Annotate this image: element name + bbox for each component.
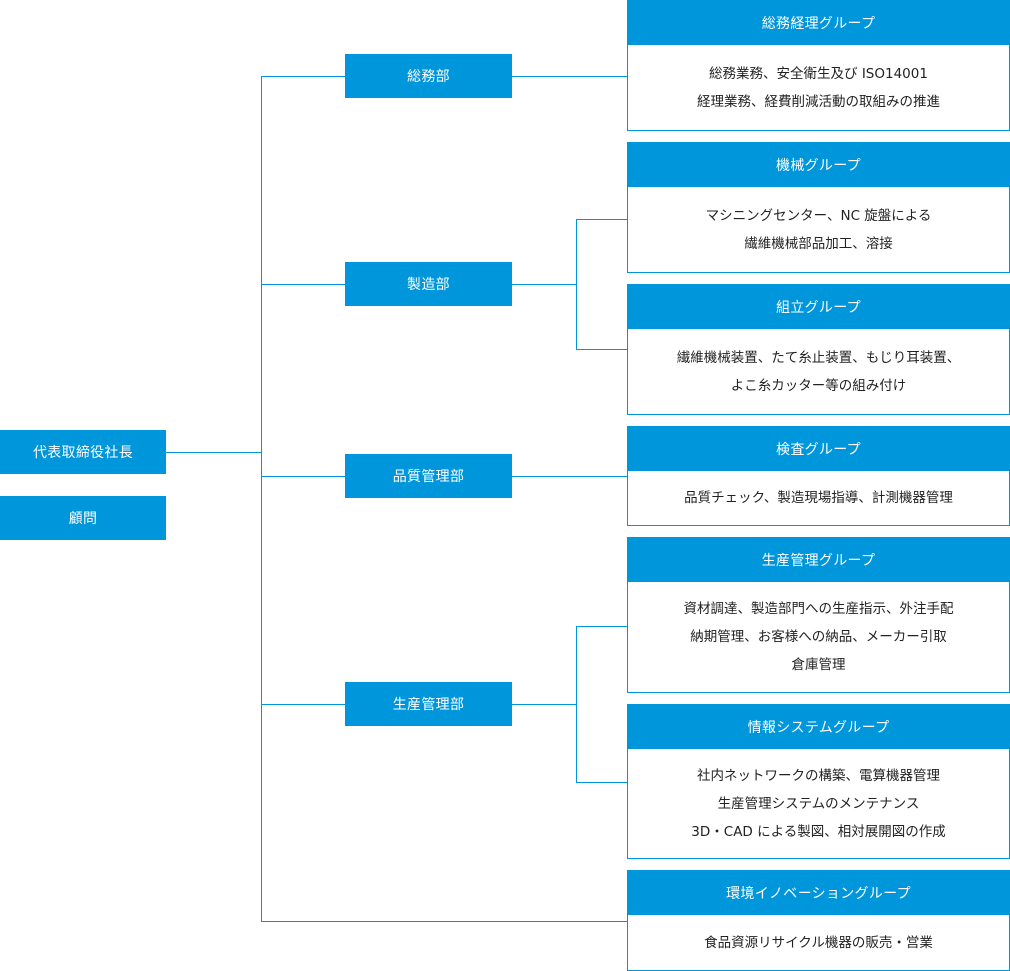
group-title: 検査グループ	[628, 427, 1009, 471]
group-description: マシニングセンター、NC 旋盤による 繊維機械部品加工、溶接	[628, 187, 1009, 272]
connector-machine-group	[576, 219, 627, 220]
group-line: 倉庫管理	[791, 657, 846, 673]
group-description: 社内ネットワークの構築、電算機器管理 生産管理システムのメンテナンス 3D・CA…	[628, 749, 1009, 858]
group-information-system: 情報システムグループ 社内ネットワークの構築、電算機器管理 生産管理システムのメ…	[627, 704, 1010, 859]
connector-main-trunk	[261, 76, 262, 921]
connector-manufacturing-branch	[512, 284, 576, 285]
group-line: 社内ネットワークの構築、電算機器管理	[697, 767, 940, 784]
group-inspection: 検査グループ 品質チェック、製造現場指導、計測機器管理	[627, 426, 1010, 526]
connector-general-affairs-group	[512, 76, 627, 77]
group-assembly: 組立グループ 繊維機械装置、たて糸止装置、もじり耳装置、 よこ糸カッター等の組み…	[627, 284, 1010, 415]
group-machine: 機械グループ マシニングセンター、NC 旋盤による 繊維機械部品加工、溶接	[627, 142, 1010, 273]
department-quality-control: 品質管理部	[345, 454, 512, 498]
connector-trunk-quality	[261, 476, 345, 477]
group-title: 組立グループ	[628, 285, 1009, 329]
group-environment-innovation: 環境イノベーショングループ 食品資源リサイクル機器の販売・営業	[627, 870, 1010, 971]
group-line: 納期管理、お客様への納品、メーカー引取	[690, 629, 947, 645]
connector-production-vertical	[576, 626, 577, 782]
connector-production-branch	[512, 704, 576, 705]
group-production-control: 生産管理グループ 資材調達、製造部門への生産指示、外注手配 納期管理、お客様への…	[627, 537, 1010, 693]
department-manufacturing: 製造部	[345, 262, 512, 306]
group-description: 総務業務、安全衛生及び ISO14001 経理業務、経費削減活動の取組みの推進	[628, 45, 1009, 130]
connector-trunk-production	[261, 704, 345, 705]
group-description: 品質チェック、製造現場指導、計測機器管理	[628, 471, 1009, 525]
group-title: 生産管理グループ	[628, 538, 1009, 582]
connector-ceo-trunk	[166, 452, 261, 453]
group-line: 品質チェック、製造現場指導、計測機器管理	[684, 490, 953, 506]
group-line: 繊維機械装置、たて糸止装置、もじり耳装置、	[676, 349, 961, 366]
group-title: 機械グループ	[628, 143, 1009, 187]
group-title: 環境イノベーショングループ	[628, 871, 1009, 915]
group-title: 総務経理グループ	[628, 1, 1009, 45]
group-description: 資材調達、製造部門への生産指示、外注手配 納期管理、お客様への納品、メーカー引取…	[628, 582, 1009, 692]
group-line: 資材調達、製造部門への生産指示、外注手配	[683, 601, 954, 617]
connector-info-system-group	[576, 782, 627, 783]
group-line: 総務業務、安全衛生及び ISO14001	[709, 65, 928, 82]
group-line: 生産管理システムのメンテナンス	[717, 795, 920, 812]
department-production-control: 生産管理部	[345, 682, 512, 726]
connector-assembly-group	[576, 349, 627, 350]
connector-trunk-environment	[261, 921, 627, 922]
department-general-affairs: 総務部	[345, 54, 512, 98]
connector-trunk-manufacturing	[261, 284, 345, 285]
connector-inspection-group	[512, 476, 627, 477]
group-description: 繊維機械装置、たて糸止装置、もじり耳装置、 よこ糸カッター等の組み付け	[628, 329, 1009, 414]
group-line: マシニングセンター、NC 旋盤による	[705, 207, 932, 224]
group-title: 情報システムグループ	[628, 705, 1009, 749]
connector-manufacturing-vertical	[576, 219, 577, 349]
group-line: 経理業務、経費削減活動の取組みの推進	[697, 93, 940, 110]
connector-trunk-general-affairs	[261, 76, 345, 77]
connector-production-control-group	[576, 626, 627, 627]
group-line: 食品資源リサイクル機器の販売・営業	[704, 934, 933, 951]
advisor-box: 顧問	[0, 496, 166, 540]
group-line: 繊維機械部品加工、溶接	[744, 235, 893, 252]
group-line: よこ糸カッター等の組み付け	[730, 377, 907, 394]
ceo-box: 代表取締役社長	[0, 430, 166, 474]
group-description: 食品資源リサイクル機器の販売・営業	[628, 915, 1009, 970]
group-line: 3D・CAD による製図、相対展開図の作成	[691, 823, 946, 840]
group-general-accounting: 総務経理グループ 総務業務、安全衛生及び ISO14001 経理業務、経費削減活…	[627, 0, 1010, 131]
